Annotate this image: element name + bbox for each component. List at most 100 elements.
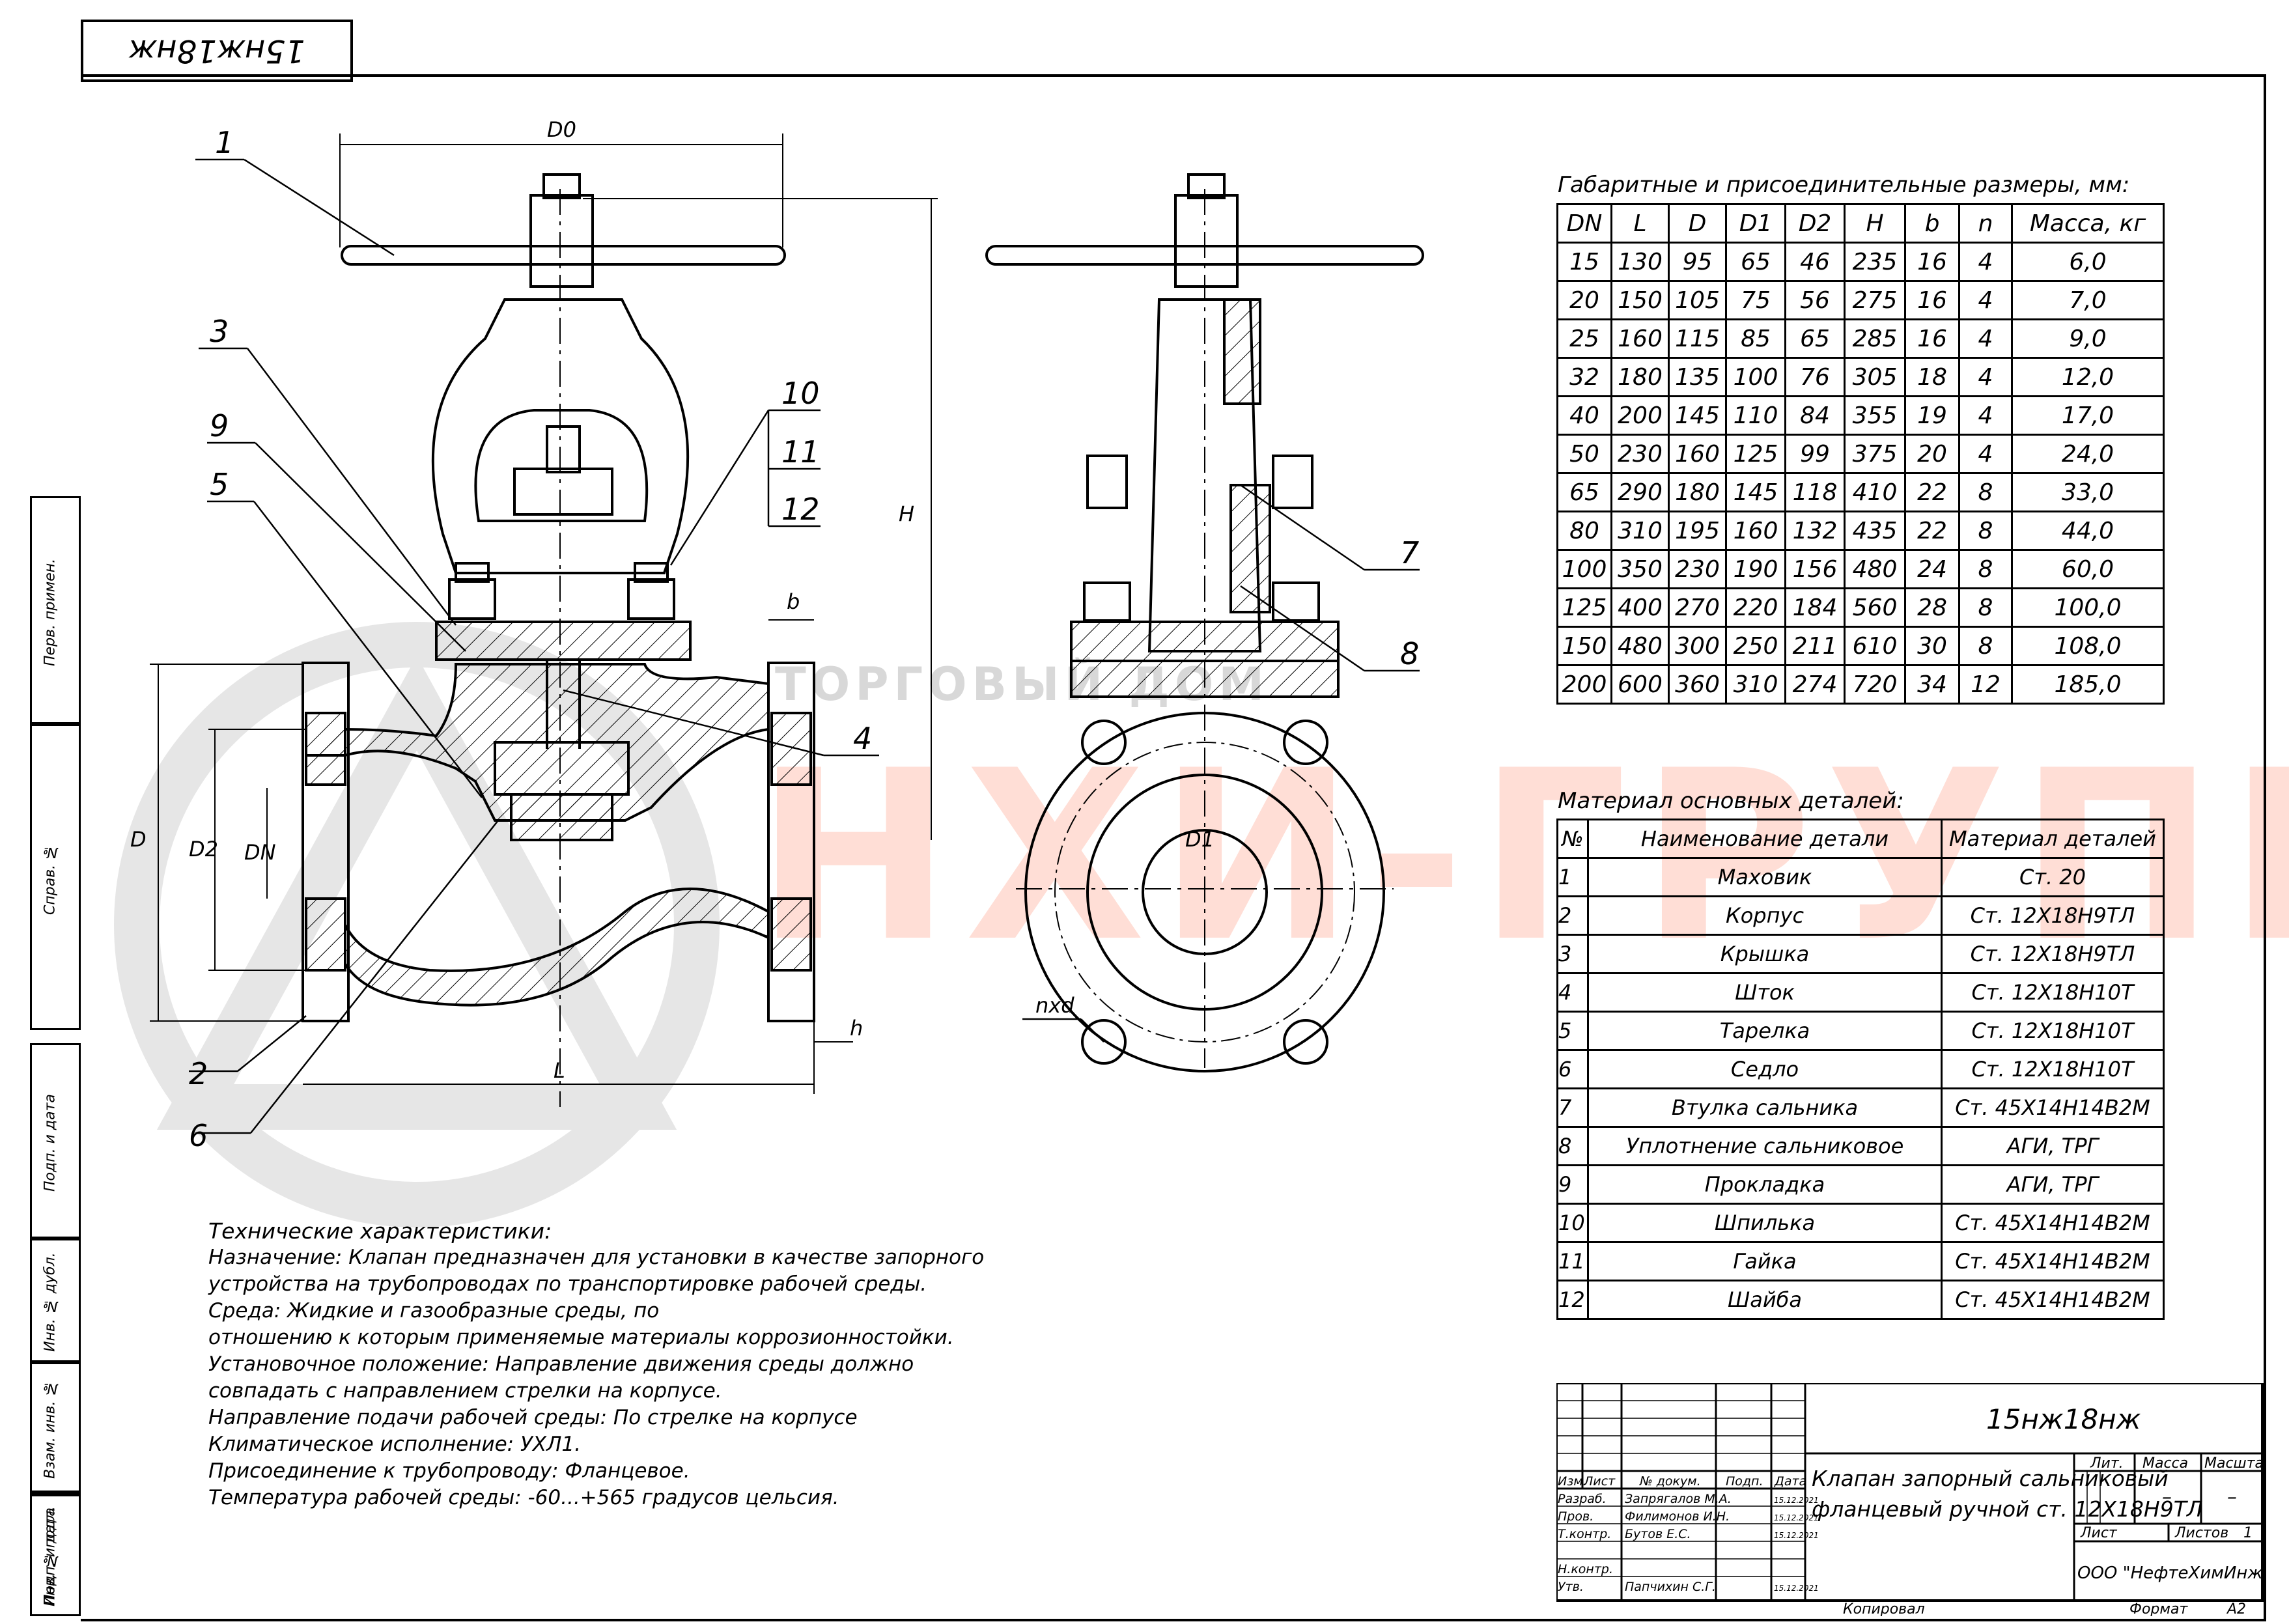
- materials-cell: 12: [1556, 1280, 1589, 1320]
- materials-cell: 10: [1556, 1203, 1589, 1243]
- tb-role: Пров.: [1558, 1509, 1594, 1524]
- tb-code: 15нж18нж: [1986, 1403, 2141, 1435]
- dims-cell: 132: [1784, 511, 1846, 551]
- dims-cell: 135: [1668, 357, 1727, 397]
- tb-date: 15.12.2021: [1774, 1496, 1819, 1505]
- materials-header-row: № Наименование детали Материал деталей: [1556, 819, 2165, 859]
- dims-cell: 211: [1784, 626, 1846, 666]
- dims-cell: 12,0: [2011, 357, 2165, 397]
- tb-mass: Масса: [2142, 1455, 2188, 1472]
- dims-cell: 76: [1784, 357, 1846, 397]
- tech-line: Назначение: Клапан предназначен для уста…: [208, 1246, 985, 1269]
- tb-col-doc: № докум.: [1639, 1474, 1701, 1489]
- dims-cell: 8: [1958, 626, 2013, 666]
- dims-cell: 75: [1725, 280, 1786, 320]
- front-view: [302, 173, 815, 1022]
- tb-role: Т.контр.: [1558, 1527, 1611, 1541]
- dims-cell: 22: [1904, 511, 1960, 551]
- dims-cell: 65: [1784, 318, 1846, 359]
- dims-header-cell: D1: [1725, 203, 1786, 244]
- dims-cell: 180: [1668, 472, 1727, 512]
- side-view: [985, 173, 1424, 1072]
- tb-role: Н.контр.: [1558, 1562, 1613, 1576]
- dim-h: h: [850, 1016, 863, 1041]
- materials-cell: Ст. 12Х18Н10Т: [1941, 972, 2165, 1013]
- dims-cell: 184: [1784, 587, 1846, 628]
- dimension-lines: [150, 133, 1394, 1107]
- tb-col-list: Лист: [1583, 1474, 1616, 1489]
- callout-2: 2: [189, 1056, 208, 1091]
- dims-cell: 15: [1556, 242, 1612, 282]
- materials-cell: Гайка: [1587, 1241, 1943, 1281]
- tech-line: Присоединение к трубопроводу: Фланцевое.: [208, 1459, 690, 1483]
- materials-cell: Тарелка: [1587, 1011, 1943, 1051]
- dims-cell: 145: [1725, 472, 1786, 512]
- tb-scale-value: –: [2227, 1486, 2237, 1509]
- materials-cell: Ст. 45Х14Н14В2М: [1941, 1241, 2165, 1281]
- dims-cell: 105: [1668, 280, 1727, 320]
- materials-cell: 7: [1556, 1087, 1589, 1128]
- dims-cell: 4: [1958, 357, 2013, 397]
- dims-cell: 30: [1904, 626, 1960, 666]
- materials-cell: Шток: [1587, 972, 1943, 1013]
- strip-cell: Инв. № подл.: [30, 1494, 81, 1616]
- callout-6: 6: [189, 1118, 208, 1153]
- tech-line: устройства на трубопроводах по транспорт…: [208, 1272, 927, 1296]
- dims-cell: 274: [1784, 664, 1846, 705]
- dims-cell: 480: [1844, 549, 1906, 589]
- materials-cell: АГИ, ТРГ: [1941, 1164, 2165, 1205]
- dims-cell: 4: [1958, 242, 2013, 282]
- callout-11: 11: [781, 434, 820, 469]
- dims-cell: 375: [1844, 434, 1906, 474]
- dims-cell: 195: [1668, 511, 1727, 551]
- materials-cell: Ст. 12Х18Н9ТЛ: [1941, 895, 2165, 936]
- dims-cell: 125: [1725, 434, 1786, 474]
- materials-cell: Крышка: [1587, 934, 1943, 974]
- dims-cell: 12: [1958, 664, 2013, 705]
- callout-7: 7: [1400, 535, 1419, 570]
- dims-cell: 60,0: [2011, 549, 2165, 589]
- tb-lit: Лит.: [2090, 1455, 2124, 1472]
- materials-cell: Прокладка: [1587, 1164, 1943, 1205]
- dims-cell: 720: [1844, 664, 1906, 705]
- dims-header-cell: b: [1904, 203, 1960, 244]
- dims-cell: 22: [1904, 472, 1960, 512]
- dims-header-cell: H: [1844, 203, 1906, 244]
- dims-cell: 40: [1556, 395, 1612, 436]
- dims-cell: 160: [1725, 511, 1786, 551]
- dims-cell: 65: [1556, 472, 1612, 512]
- dims-cell: 200: [1556, 664, 1612, 705]
- materials-cell: 9: [1556, 1164, 1589, 1205]
- tb-sheets: Листов: [2174, 1525, 2228, 1541]
- dims-cell: 16: [1904, 280, 1960, 320]
- materials-cell: Седло: [1587, 1049, 1943, 1089]
- dims-cell: 300: [1668, 626, 1727, 666]
- dim-d: D: [130, 827, 147, 852]
- materials-cell: Ст. 45Х14Н14В2М: [1941, 1087, 2165, 1128]
- dims-cell: 360: [1668, 664, 1727, 705]
- tb-person: Запрягалов М.А.: [1625, 1492, 1732, 1506]
- tech-line: Направление подачи рабочей среды: По стр…: [208, 1406, 858, 1429]
- dim-l: L: [554, 1058, 565, 1083]
- sheet-frame: [81, 74, 2266, 1621]
- dims-cell: 250: [1725, 626, 1786, 666]
- dim-d0: D0: [547, 117, 576, 142]
- dims-header-cell: Масса, кг: [2011, 203, 2165, 244]
- materials-table: № Наименование детали Материал деталей 1…: [1556, 819, 2165, 1320]
- tb-person: Папчихин С.Г.: [1625, 1580, 1716, 1594]
- dims-header-cell: D2: [1784, 203, 1846, 244]
- dims-cell: 56: [1784, 280, 1846, 320]
- materials-cell: АГИ, ТРГ: [1941, 1126, 2165, 1166]
- dims-cell: 18: [1904, 357, 1960, 397]
- dims-cell: 350: [1610, 549, 1670, 589]
- top-stamp: 15нж18нж: [81, 20, 353, 82]
